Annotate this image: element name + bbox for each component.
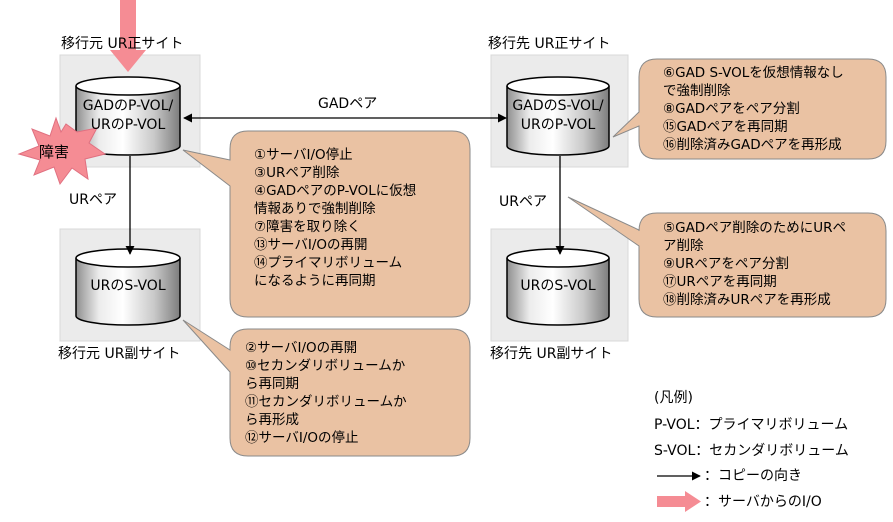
- legend-server-io: ：サーバからのI/O: [704, 494, 822, 510]
- volume-cylinder-dst-secondary: [506, 248, 610, 326]
- legend-copy-direction: ：コピーの向き: [704, 468, 802, 484]
- volume-label-src-secondary: URのS-VOL: [90, 278, 166, 294]
- site-label-src-primary: 移行元 UR正サイト: [61, 36, 184, 52]
- failure-label: 障害: [39, 143, 70, 161]
- callout-src-secondary: [182, 319, 471, 457]
- volume-cylinder-src-primary: [75, 76, 181, 156]
- steps-dst-secondary: ⑤GADペア削除のためにURペ ア削除 ⑨URペアをペア分割 ⑰URペアを再同期…: [663, 220, 846, 308]
- ur-pair-label-dst: URペア: [499, 194, 547, 210]
- site-label-dst-primary: 移行先 UR正サイト: [488, 36, 611, 52]
- volume-label-dst-primary: GADのS-VOL/ URのP-VOL: [512, 98, 604, 133]
- gad-pair-label: GADペア: [318, 96, 378, 112]
- volume-cylinder-src-secondary: [75, 248, 181, 326]
- failure-burst-icon: [17, 116, 107, 186]
- volume-cylinder-dst-primary: [506, 76, 610, 156]
- site-label-src-secondary: 移行元 UR副サイト: [58, 346, 181, 362]
- server-io-arrow: [110, 0, 146, 72]
- callout-dst-primary: [612, 58, 887, 160]
- volume-label-src-primary: GADのP-VOL/ URのP-VOL: [82, 98, 174, 133]
- callout-src-primary: [182, 130, 471, 318]
- site-label-dst-secondary: 移行先 UR副サイト: [490, 346, 613, 362]
- steps-src-secondary: ②サーバI/Oの再開 ⑩セカンダリボリュームか ら再同期 ⑪セカンダリボリューム…: [245, 340, 407, 446]
- steps-src-primary: ①サーバI/O停止 ③URペア削除 ④GADペアのP-VOLに仮想 情報ありで強…: [254, 147, 417, 289]
- legend-pvol: P-VOL：プライマリボリューム: [654, 417, 849, 433]
- ur-pair-label-src: URペア: [69, 192, 117, 208]
- legend-title: (凡例): [654, 390, 693, 406]
- steps-dst-primary: ⑥GAD S-VOLを仮想情報なし で強制削除 ⑧GADペアをペア分割 ⑮GAD…: [663, 65, 844, 153]
- volume-label-dst-secondary: URのS-VOL: [520, 278, 596, 294]
- legend-svol: S-VOL：セカンダリボリューム: [654, 443, 849, 459]
- callout-dst-secondary: [567, 196, 887, 318]
- legend-io-arrow-icon: [657, 491, 701, 512]
